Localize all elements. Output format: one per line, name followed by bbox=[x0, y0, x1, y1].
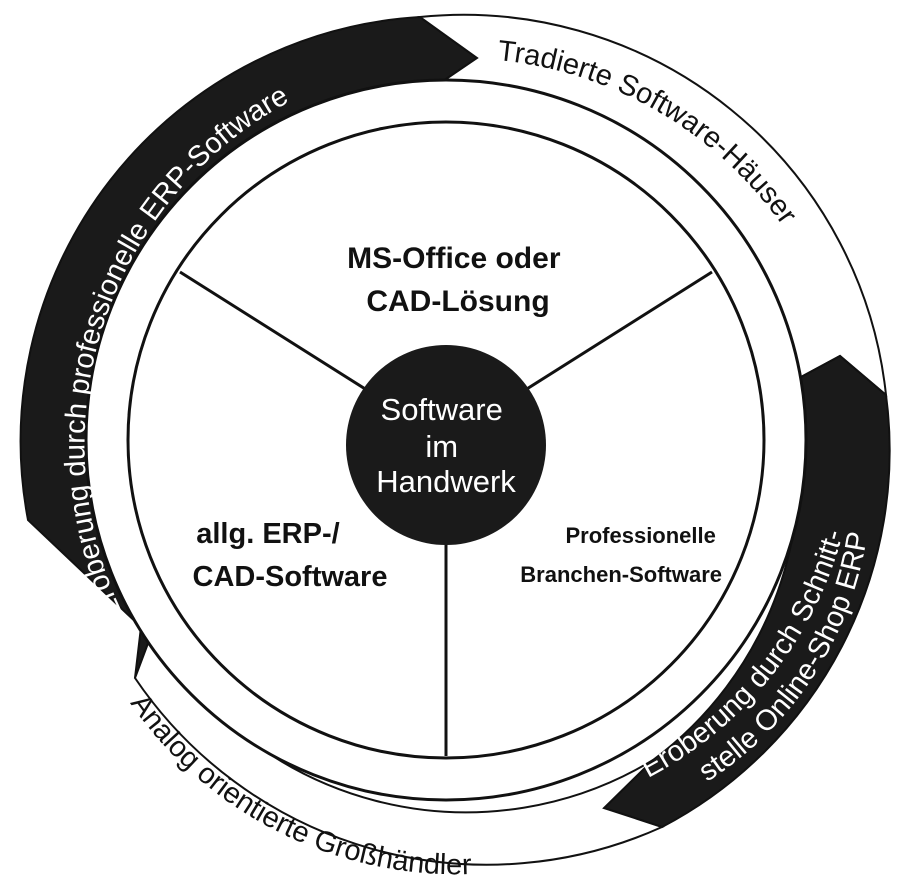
center-label-line3: Handwerk bbox=[376, 464, 516, 499]
segment-right-line2: Branchen-Software bbox=[520, 562, 722, 587]
segment-right-label: Professionelle Branchen-Software bbox=[520, 523, 722, 587]
center-label-line1: Software bbox=[381, 392, 503, 427]
segment-right-line1: Professionelle bbox=[565, 523, 715, 548]
center-label-line2: im bbox=[425, 429, 458, 464]
segment-left-line2: CAD-Software bbox=[193, 561, 388, 593]
segment-top-label: MS-Office oder CAD-Lösung bbox=[347, 242, 569, 318]
segment-top-line1: MS-Office oder bbox=[347, 242, 561, 275]
segment-top-line2: CAD-Lösung bbox=[366, 285, 549, 318]
segment-left-line1: allg. ERP-/ bbox=[196, 518, 339, 550]
center-circle bbox=[346, 345, 546, 545]
segment-left-label: allg. ERP-/ CAD-Software bbox=[193, 518, 388, 593]
center-label: Software im Handwerk bbox=[376, 392, 516, 499]
